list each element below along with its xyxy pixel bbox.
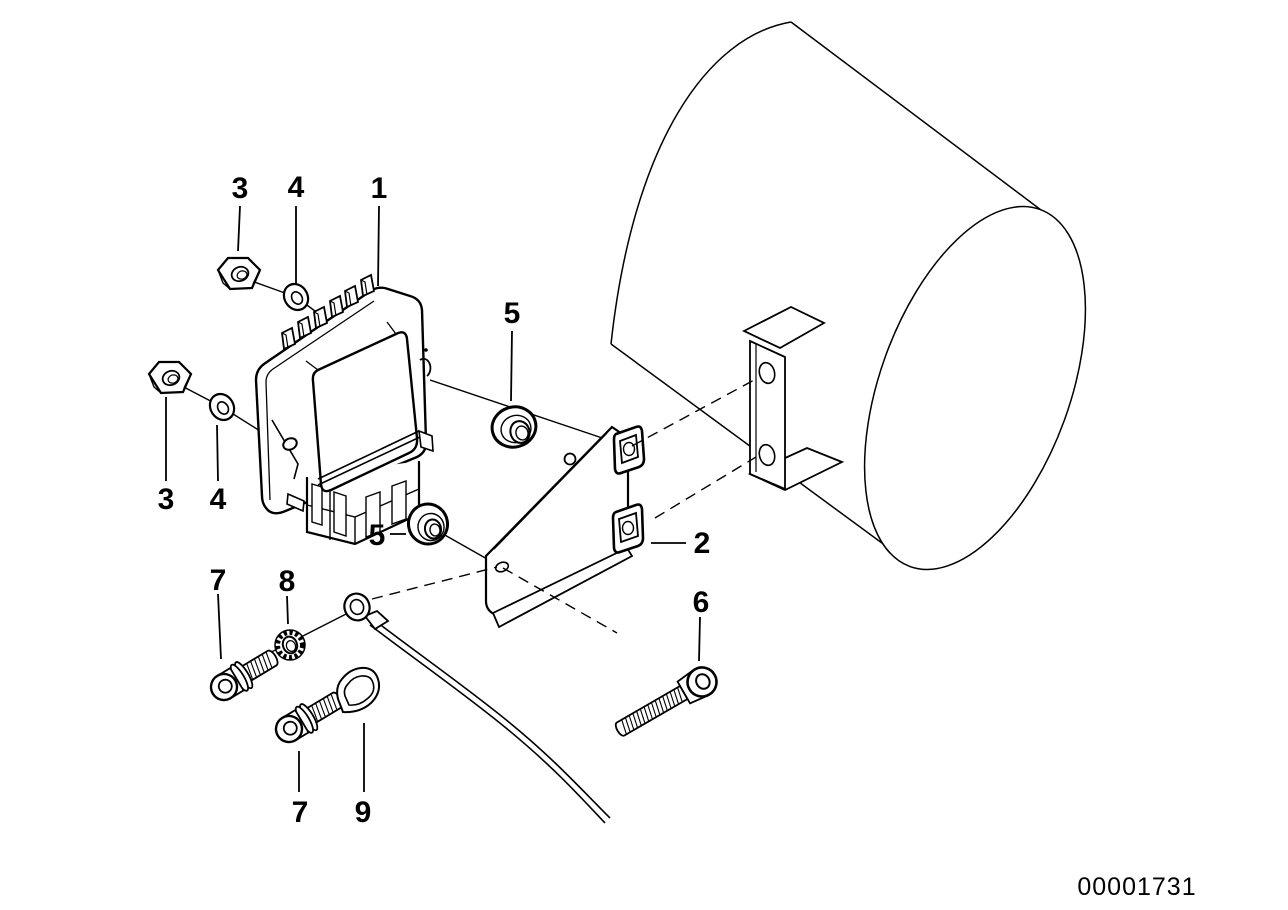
cable-clip-9 [336,666,381,714]
cylinder-left-cap-arc [610,21,792,345]
cylinder-top-edge [790,21,1042,211]
callout-4-top: 4 [288,171,305,204]
callout-9: 9 [355,796,372,829]
ground-wire [373,619,611,819]
callout-3-top: 3 [232,172,249,205]
module-mount-hole [282,437,298,451]
callout-2: 2 [694,527,711,560]
flat-washer-4-top [282,282,310,312]
rubber-grommet-5-lower [406,502,450,546]
module-heatsink-teeth [281,273,376,351]
rubber-grommet-5-upper [490,405,538,449]
bracket-part-2 [484,425,646,629]
leader-lines [165,205,701,792]
callout-labels: 3 4 1 5 3 4 5 2 7 8 6 7 9 [158,171,711,829]
callout-6: 6 [693,586,710,619]
doc-number: 00001731 [1077,873,1196,901]
callout-5-lower: 5 [369,519,386,552]
callout-5-upper: 5 [504,297,521,330]
engine-cylinder [610,21,1087,571]
hex-nut-3-left [147,360,193,395]
callout-3-left: 3 [158,483,175,516]
flat-washer-4-left [208,392,236,422]
module-ear-edge [271,419,299,480]
bracket2-stud [563,452,577,466]
ground-cable [343,592,611,824]
socket-screw-7-upper [209,649,279,702]
serrated-washer-8 [274,629,306,661]
engine-bracket-hole-lower [758,443,776,467]
terminal-crimp [363,609,390,631]
callout-7-upper: 7 [210,564,227,597]
callout-7-lower: 7 [292,796,309,829]
engine-bracket-hole-upper [758,361,776,385]
bracket2-flange [491,546,634,629]
callout-8: 8 [279,565,296,598]
callout-4-left: 4 [210,483,227,516]
cylinder-end-face [863,205,1087,571]
hex-nut-3-top [216,256,262,291]
callout-1: 1 [371,172,388,205]
control-module-part-1 [254,273,434,546]
dashed-axis-lines [371,378,757,634]
socket-screw-6 [614,666,718,737]
engine-bracket-top-flange [741,305,826,350]
engine-bracket [741,305,845,491]
